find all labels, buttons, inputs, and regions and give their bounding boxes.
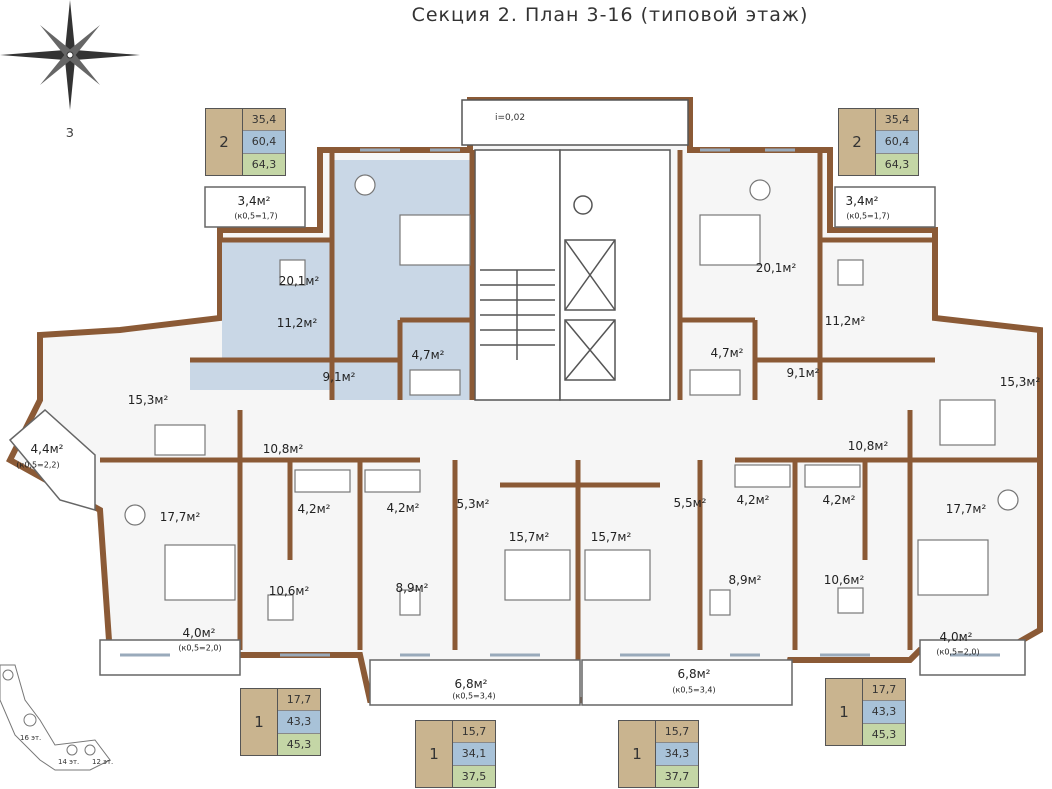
- room-area-coef: (к0,5=2,0): [936, 647, 980, 657]
- room-area: 4,0м²: [182, 626, 216, 640]
- room-area: 8,9м²: [395, 581, 429, 595]
- legend-total-area: 43,3: [863, 701, 905, 724]
- keyplan-floor-label: 12 эт.: [92, 758, 114, 766]
- room-area: 10,6м²: [823, 573, 865, 587]
- room-area: 20,1м²: [278, 274, 320, 288]
- legend-reduced-area: 64,3: [876, 153, 918, 175]
- legend-box: 2 35,4 60,4 64,3: [838, 108, 919, 176]
- room-area: 15,7м²: [590, 530, 632, 544]
- keyplan-icon: [0, 664, 111, 771]
- legend-rooms: 1: [826, 679, 863, 745]
- room-area: 6,8м²: [454, 677, 488, 691]
- legend-total-area: 60,4: [876, 131, 918, 154]
- legend-total-area: 34,3: [656, 743, 698, 766]
- room-area-coef: (к0,5=2,2): [16, 460, 60, 470]
- legend-living-area: 15,7: [656, 721, 698, 744]
- legend-rooms: 2: [839, 109, 876, 175]
- legend-rooms: 1: [241, 689, 278, 755]
- room-area: 4,2м²: [822, 493, 856, 507]
- room-area: 4,7м²: [710, 346, 744, 360]
- legend-reduced-area: 45,3: [278, 733, 320, 755]
- room-area: 3,4м²: [845, 194, 879, 208]
- room-area: 10,8м²: [262, 442, 304, 456]
- room-area: 17,7м²: [945, 502, 987, 516]
- legend-rooms: 1: [416, 721, 453, 787]
- room-area: 15,3м²: [999, 375, 1041, 389]
- room-area: 5,3м²: [456, 497, 490, 511]
- furniture: [124, 174, 1019, 621]
- room-area-coef: (к0,5=1,7): [846, 211, 890, 221]
- room-area: 4,4м²: [30, 442, 64, 456]
- room-area: 11,2м²: [276, 316, 318, 330]
- apartment-highlight-left-2: [222, 240, 332, 360]
- apartment-highlight-left-3: [190, 360, 390, 390]
- room-area: 10,6м²: [268, 584, 310, 598]
- legend-living-area: 35,4: [243, 109, 285, 132]
- slope-label: i=0,02: [495, 113, 526, 123]
- room-area: 6,8м²: [677, 667, 711, 681]
- room-area: 9,1м²: [786, 366, 820, 380]
- windows: [120, 148, 1000, 657]
- room-area-coef: (к0,5=3,4): [452, 691, 496, 701]
- legend-rooms: 1: [619, 721, 656, 787]
- room-area: 8,9м²: [728, 573, 762, 587]
- page-title: Секция 2. План 3-16 (типовой этаж): [411, 4, 809, 26]
- balconies: [8, 186, 1026, 706]
- legend-box: 1 15,7 34,3 37,7: [618, 720, 699, 788]
- legend-reduced-area: 45,3: [863, 723, 905, 745]
- legend-total-area: 34,1: [453, 743, 495, 766]
- room-area: 3,4м²: [237, 194, 271, 208]
- room-area: 9,1м²: [322, 370, 356, 384]
- room-area: 4,2м²: [386, 501, 420, 515]
- legend-total-area: 60,4: [243, 131, 285, 154]
- room-area: 4,2м²: [736, 493, 770, 507]
- room-area: 15,3м²: [127, 393, 169, 407]
- legend-box: 1 17,7 43,3 45,3: [825, 678, 906, 746]
- legend-living-area: 17,7: [863, 679, 905, 702]
- legend-reduced-area: 37,7: [656, 765, 698, 787]
- legend-rooms: 2: [206, 109, 243, 175]
- interior-walls: [100, 150, 1040, 670]
- legend-living-area: 17,7: [278, 689, 320, 712]
- room-area: 17,7м²: [159, 510, 201, 524]
- keyplan-floor-label: 14 эт.: [58, 758, 80, 766]
- legend-box: 1 17,7 43,3 45,3: [240, 688, 321, 756]
- compass-label: З: [66, 126, 74, 140]
- room-area-coef: (к0,5=1,7): [234, 211, 278, 221]
- legend-box: 2 35,4 60,4 64,3: [205, 108, 286, 176]
- legend-box: 1 15,7 34,1 37,5: [415, 720, 496, 788]
- room-area: 11,2м²: [824, 314, 866, 328]
- legend-living-area: 35,4: [876, 109, 918, 132]
- legend-reduced-area: 37,5: [453, 765, 495, 787]
- room-area-coef: (к0,5=2,0): [178, 643, 222, 653]
- room-area: 15,7м²: [508, 530, 550, 544]
- stair-core: [461, 99, 689, 401]
- legend-living-area: 15,7: [453, 721, 495, 744]
- room-area: 4,2м²: [297, 502, 331, 516]
- compass-rose-icon: [0, 0, 140, 110]
- room-area-coef: (к0,5=3,4): [672, 685, 716, 695]
- room-area: 20,1м²: [755, 261, 797, 275]
- room-area: 4,7м²: [411, 348, 445, 362]
- room-area: 4,0м²: [939, 630, 973, 644]
- legend-total-area: 43,3: [278, 711, 320, 734]
- legend-reduced-area: 64,3: [243, 153, 285, 175]
- room-area: 10,8м²: [847, 439, 889, 453]
- room-area: 5,5м²: [673, 496, 707, 510]
- keyplan-floor-label: 16 эт.: [20, 734, 42, 742]
